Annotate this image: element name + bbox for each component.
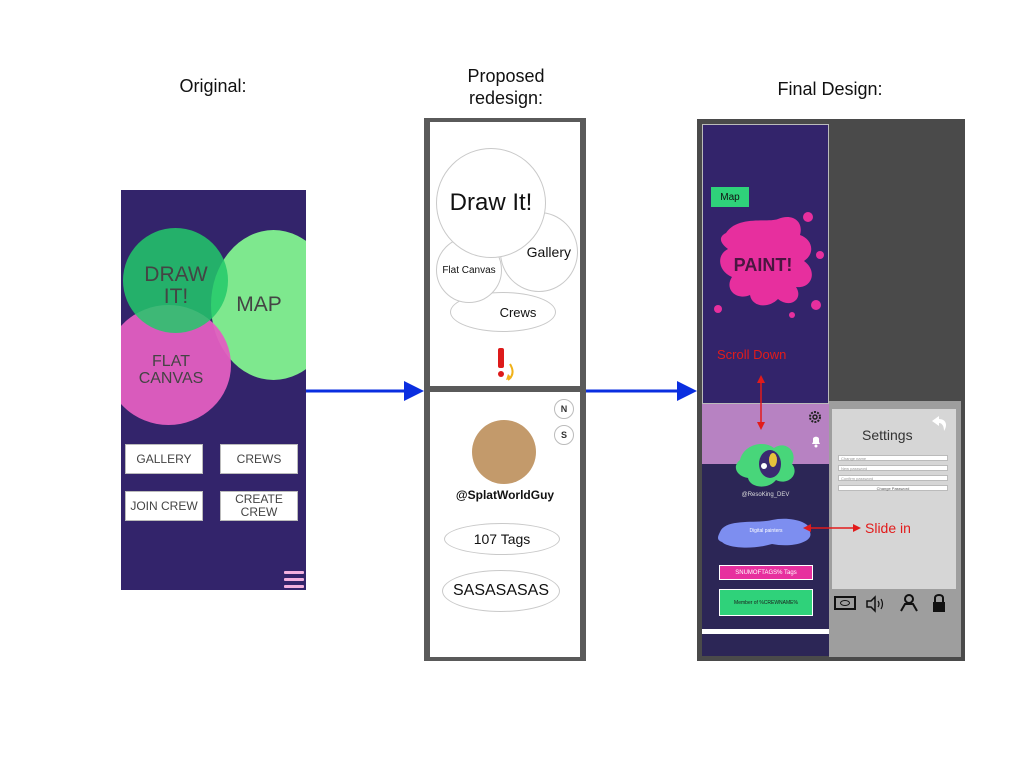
arrow-2-head xyxy=(677,381,697,401)
paint-splat-icon[interactable] xyxy=(708,205,828,320)
settings-field-name[interactable]: Change name xyxy=(838,455,948,461)
heading-proposed: Proposed redesign: xyxy=(467,66,545,108)
paint-label: PAINT! xyxy=(733,255,793,275)
flat-canvas-label: FLAT CANVAS xyxy=(138,353,204,387)
crew-pill[interactable]: SASASASAS xyxy=(442,570,560,612)
crews-button[interactable]: CREWS xyxy=(220,444,298,474)
speaker-icon[interactable] xyxy=(865,595,887,613)
tags-pill-label: 107 Tags xyxy=(473,531,531,547)
crews-bubble-label: Crews xyxy=(499,304,537,320)
map-tag[interactable]: Map xyxy=(711,187,749,207)
bottom-bar xyxy=(702,629,829,634)
draw-it-circle[interactable] xyxy=(123,228,228,333)
original-screen: DRAW IT! MAP FLAT CANVAS GALLERY CREWS J… xyxy=(121,190,306,590)
crew-splat-label: Digital painters xyxy=(749,528,783,534)
username: @SplatWorldGuy xyxy=(455,488,555,502)
alert-icon[interactable] xyxy=(492,346,522,386)
bell-icon[interactable] xyxy=(810,434,822,448)
settings-field-password[interactable]: New password xyxy=(838,465,948,471)
settings-title: Settings xyxy=(862,427,913,443)
proposed-profile-panel: N S @SplatWorldGuy 107 Tags SASASASAS xyxy=(430,392,580,657)
scroll-down-note: Scroll Down xyxy=(717,347,787,362)
profile-handle: @ResoKing_DEV xyxy=(741,492,790,498)
flat-canvas-bubble-label: Flat Canvas xyxy=(442,264,496,276)
join-crew-button[interactable]: JOIN CREW xyxy=(125,491,203,521)
tags-count-pill[interactable]: SNUMOFTAGS% Tags xyxy=(719,565,813,580)
final-home-panel: Map PAINT! Scroll Down xyxy=(702,124,829,404)
heading-final: Final Design: xyxy=(777,79,883,99)
gear-icon[interactable] xyxy=(808,410,822,424)
s-badge[interactable]: S xyxy=(554,425,574,445)
user-icon[interactable] xyxy=(899,593,919,613)
n-badge[interactable]: N xyxy=(554,399,574,419)
eye-icon[interactable] xyxy=(834,596,856,610)
heading-original: Original: xyxy=(179,76,247,96)
slide-in-note: Slide in xyxy=(865,520,911,536)
settings-area: Settings Change name New password Confir… xyxy=(829,401,961,657)
lock-icon[interactable] xyxy=(931,593,947,613)
change-password-button[interactable]: Change Password xyxy=(838,485,948,491)
map-label: MAP xyxy=(236,293,282,316)
proposed-home-panel: Gallery Crews Flat Canvas Draw It! xyxy=(430,122,580,386)
create-crew-button[interactable]: CREATE CREW xyxy=(220,491,298,521)
crew-pill-label: SASASASAS xyxy=(452,582,550,599)
final-screen: Map PAINT! Scroll Down @ResoKing_DE xyxy=(697,119,965,661)
draw-it-bubble-label: Draw It! xyxy=(449,189,533,216)
proposed-screen: Gallery Crews Flat Canvas Draw It! N S @… xyxy=(424,118,586,661)
menu-icon[interactable] xyxy=(284,571,304,589)
tags-pill[interactable]: 107 Tags xyxy=(444,523,560,555)
gallery-button[interactable]: GALLERY xyxy=(125,444,203,474)
arrow-1-head xyxy=(404,381,424,401)
annotation-arrows xyxy=(757,375,861,532)
avatar-splat[interactable] xyxy=(730,436,802,492)
draw-it-bubble[interactable]: Draw It! xyxy=(436,148,546,258)
crew-member-button[interactable]: Member of %CREWNAME% xyxy=(719,589,813,616)
avatar[interactable] xyxy=(472,420,536,484)
settings-field-confirm[interactable]: Confirm password xyxy=(838,475,948,481)
crew-splat[interactable] xyxy=(716,514,816,550)
back-arrow-icon[interactable] xyxy=(928,413,950,435)
gallery-bubble-label: Gallery xyxy=(526,244,571,260)
draw-it-label: DRAW IT! xyxy=(144,263,208,309)
settings-panel: Settings Change name New password Confir… xyxy=(832,409,956,589)
